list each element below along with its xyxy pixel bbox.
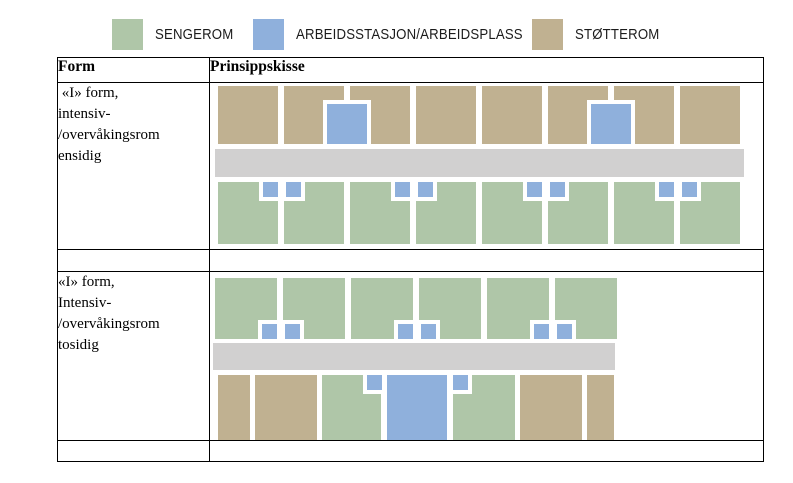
legend: SENGEROM ARBEIDSSTASJON/ARBEIDSPLASS STØ…	[0, 19, 793, 50]
stotterom-block	[680, 86, 740, 144]
arbeidsstasjon-block	[453, 375, 472, 394]
arbeidsstasjon-block	[417, 320, 440, 339]
legend-item-stotterom: STØTTEROM	[532, 19, 671, 50]
table-row-ensidig: «I» form, intensiv- /overvåkingsrom ensi…	[57, 82, 764, 250]
stotterom-block	[416, 86, 476, 144]
stotterom-swatch-icon	[532, 19, 563, 50]
arbeidsstasjon-block	[323, 100, 371, 144]
arbeidsstasjon-block	[553, 320, 576, 339]
legend-label-stotterom: STØTTEROM	[575, 26, 660, 43]
stotterom-block	[218, 86, 278, 144]
stotterom-block	[482, 86, 542, 144]
sengerom-swatch-icon	[112, 19, 143, 50]
arbeidsstasjon-block	[391, 182, 414, 201]
arbeidsstasjon-block	[414, 182, 437, 201]
arbeidsstasjon-block	[655, 182, 678, 201]
header-prinsippskisse: Prinsippskisse	[209, 57, 764, 83]
arbeidsstasjon-block	[394, 320, 417, 339]
legend-label-arbeidsstasjon: ARBEIDSSTASJON/ARBEIDSPLASS	[296, 26, 523, 43]
table-row-tosidig: «I» form, Intensiv- /overvåkingsrom tosi…	[57, 271, 764, 441]
arbeidsstasjon-block	[546, 182, 569, 201]
korridor-block	[213, 343, 615, 370]
stotterom-block	[255, 375, 317, 440]
arbeidsstasjon-block	[282, 182, 305, 201]
arbeidsstasjon-block	[281, 320, 304, 339]
table-spacer-row	[57, 249, 764, 272]
stotterom-block	[587, 375, 614, 440]
form-cell-tosidig: «I» form, Intensiv- /overvåkingsrom tosi…	[57, 271, 210, 441]
legend-item-arbeidsstasjon: ARBEIDSSTASJON/ARBEIDSPLASS	[253, 19, 554, 50]
stotterom-block	[520, 375, 582, 440]
room-form-table: Form Prinsippskisse «I» form, intensiv- …	[57, 57, 764, 462]
empty-cell	[209, 249, 764, 272]
arbeidsstasjon-block	[363, 375, 382, 394]
form-cell-ensidig: «I» form, intensiv- /overvåkingsrom ensi…	[57, 82, 210, 250]
legend-label-sengerom: SENGEROM	[155, 26, 234, 43]
empty-cell	[209, 440, 764, 462]
arbeidsstasjon-block	[530, 320, 553, 339]
table-header-row: Form Prinsippskisse	[57, 57, 764, 83]
arbeidsstasjon-block	[259, 182, 282, 201]
prinsippskisse-diagram-tosidig	[213, 278, 625, 440]
skisse-cell-tosidig	[209, 271, 764, 441]
arbeidsstasjon-block	[258, 320, 281, 339]
empty-cell	[57, 440, 210, 462]
arbeidsstasjon-block	[387, 375, 447, 440]
stotterom-block	[218, 375, 250, 440]
table-spacer-row	[57, 440, 764, 462]
prinsippskisse-diagram-ensidig	[215, 86, 744, 244]
skisse-cell-ensidig	[209, 82, 764, 250]
legend-item-sengerom: SENGEROM	[112, 19, 244, 50]
arbeidsstasjon-block	[587, 100, 635, 144]
empty-cell	[57, 249, 210, 272]
arbeidsstasjon-block	[678, 182, 701, 201]
korridor-block	[215, 149, 744, 177]
arbeidsstasjon-swatch-icon	[253, 19, 284, 50]
header-form: Form	[57, 57, 210, 83]
arbeidsstasjon-block	[523, 182, 546, 201]
